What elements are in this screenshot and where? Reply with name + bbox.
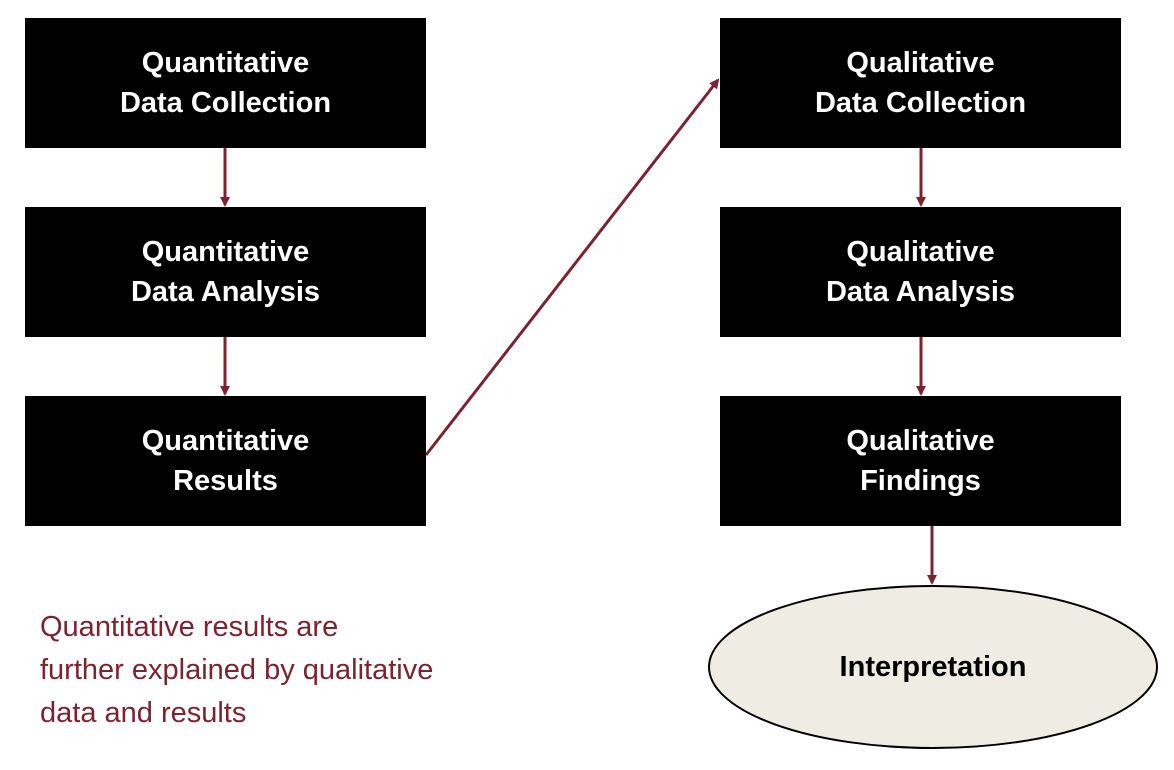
- box-title-line1: Quantitative: [141, 425, 310, 457]
- box-title-line1: Qualitative: [846, 236, 995, 268]
- box-title-line1: Qualitative: [846, 47, 995, 79]
- quant-results-box: Quantitative Results: [25, 396, 426, 526]
- quant-data-analysis-box: Quantitative Data Analysis: [25, 207, 426, 337]
- qual-findings-box: Qualitative Findings: [720, 396, 1121, 526]
- note-line-3: data and results: [40, 697, 247, 729]
- interpretation-oval-shape: [708, 585, 1158, 749]
- box-title-line2: Data Collection: [119, 87, 332, 119]
- box-title-line1: Quantitative: [141, 236, 310, 268]
- arrow-quant-results-to-qual-collection: [424, 78, 720, 456]
- interpretation-oval: Interpretation: [708, 585, 1158, 749]
- box-title-line2: Results: [173, 465, 278, 497]
- qual-data-collection-box: Qualitative Data Collection: [720, 18, 1121, 148]
- box-title-line2: Data Analysis: [825, 276, 1016, 308]
- box-title-line2: Data Collection: [814, 87, 1027, 119]
- box-title-line2: Data Analysis: [130, 276, 321, 308]
- interpretation-label: Interpretation: [839, 650, 1027, 683]
- explanation-note: Quantitative results are further explain…: [40, 606, 520, 735]
- note-line-2: further explained by qualitative: [40, 654, 434, 686]
- box-title-line1: Quantitative: [141, 47, 310, 79]
- qual-data-analysis-box: Qualitative Data Analysis: [720, 207, 1121, 337]
- quant-data-collection-box: Quantitative Data Collection: [25, 18, 426, 148]
- box-title-line2: Findings: [860, 465, 981, 497]
- note-line-1: Quantitative results are: [40, 611, 339, 643]
- box-title-line1: Qualitative: [846, 425, 995, 457]
